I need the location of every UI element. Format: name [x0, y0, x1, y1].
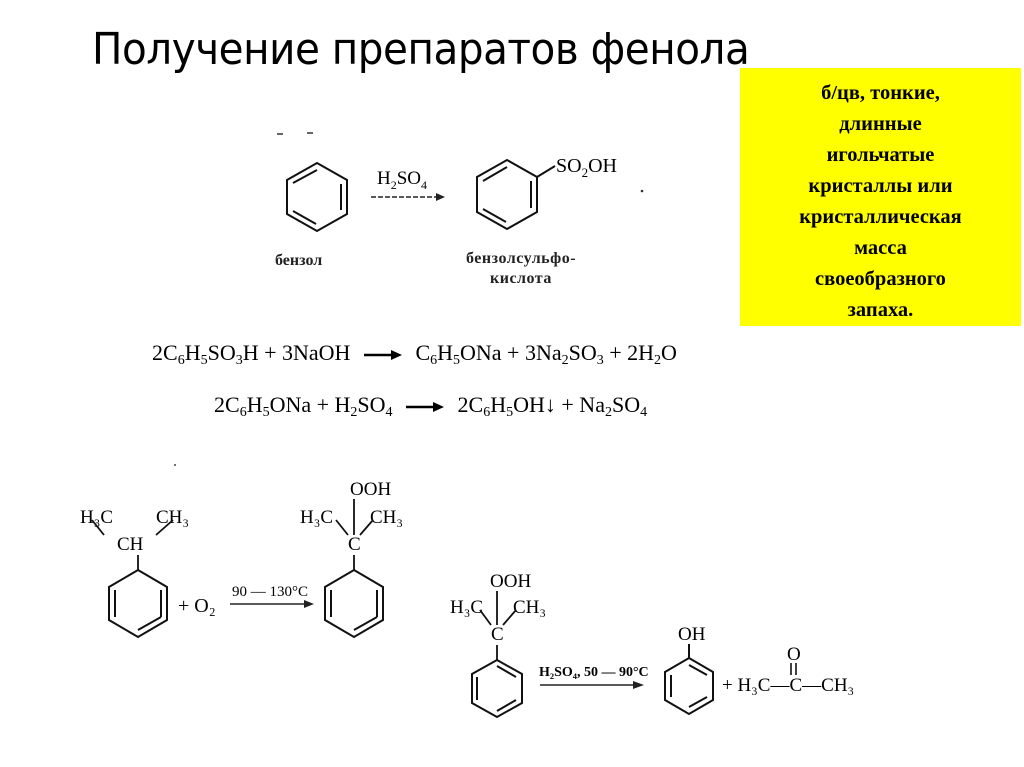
product-c: C	[348, 534, 361, 555]
benzene-ring-icon	[324, 568, 384, 639]
benzene-ring-icon	[471, 658, 523, 719]
reaction-arrow-icon	[406, 401, 445, 412]
equation-2: 2C6H5ONa + H2SO4 2C6H5OH↓ + Na2SO4	[214, 392, 648, 420]
eq2-right: 2C6H5OH↓ + Na2SO4	[457, 392, 648, 420]
sulfo-group: SO2OH	[556, 155, 617, 180]
reaction-arrow-icon	[540, 681, 644, 689]
note-line: своеобразного	[815, 268, 946, 290]
eq1-left: 2C6H5SO3H + 3NaOH	[152, 340, 351, 368]
eq1-right: C6H5ONa + 3Na2SO3 + 2H2O	[415, 340, 677, 368]
equation-1: 2C6H5SO3H + 3NaOH C6H5ONa + 3Na2SO3 + 2H…	[152, 340, 677, 368]
hydroperoxide-ooh: OOH	[350, 479, 391, 500]
reactant-left-methyl: H₃C	[450, 597, 483, 618]
cumene-ch: CH	[117, 534, 144, 555]
benzenesulfonic-label-2: кислота	[490, 270, 552, 287]
cumene-left-methyl: H₃C	[80, 507, 113, 528]
eq2-left: 2C6H5ONa + H2SO4	[214, 392, 393, 420]
benzenesulfonic-label-1: бензолсульфо-	[466, 250, 577, 267]
acetone-oxygen: O	[787, 644, 801, 665]
note-line: длинные	[839, 113, 922, 135]
phenol-properties-note: б/цв, тонкие, длинные игольчатые кристал…	[740, 68, 1021, 326]
phenol-oh: OH	[678, 624, 706, 645]
reaction-arrow-icon	[371, 193, 445, 201]
reactant-right-methyl: CH₃	[513, 597, 546, 618]
benzene-label: бензол	[275, 252, 323, 269]
benzene-ring-icon	[664, 644, 714, 716]
reaction-arrow-icon	[230, 600, 314, 608]
acetone-formula: + H₃C—C—CH₃	[722, 675, 854, 696]
benzene-ring-icon	[108, 568, 168, 639]
note-line: игольчатые	[826, 144, 935, 166]
reaction-arrow-icon	[363, 349, 402, 360]
reagent-h2so4: H2SO4	[377, 168, 427, 192]
hydroperoxide-cleavage-scheme: OOH H₃C CH₃ C H₂SO₄, 50 — 90°C OH + H₃C—…	[450, 571, 854, 719]
slide-title: Получение препаратов фенола	[92, 24, 750, 75]
sulfonation-scheme: H2SO4 SO2OH	[277, 132, 644, 233]
product-left-methyl: H₃C	[300, 507, 333, 528]
plus-oxygen: + O₂	[178, 595, 216, 617]
cumene-right-methyl: CH₃	[156, 507, 189, 528]
note-line: масса	[854, 237, 907, 259]
benzene-ring-icon	[476, 158, 556, 231]
product-right-methyl: CH₃	[370, 507, 403, 528]
note-line: запаха.	[847, 299, 914, 321]
oxidation-condition: 90 — 130°C	[232, 584, 308, 600]
reactant-ooh: OOH	[490, 571, 531, 592]
benzene-ring-icon	[286, 161, 348, 233]
cleavage-condition: H₂SO₄, 50 — 90°C	[539, 665, 649, 680]
note-line: кристаллы или	[808, 175, 953, 197]
note-line: кристаллическая	[799, 206, 962, 228]
note-line: б/цв, тонкие,	[821, 82, 940, 104]
cumene-oxidation-scheme: H₃C CH₃ CH + O₂ 90 — 130°C OOH H₃C CH₃ C	[80, 464, 403, 639]
reactant-c: C	[491, 624, 504, 645]
